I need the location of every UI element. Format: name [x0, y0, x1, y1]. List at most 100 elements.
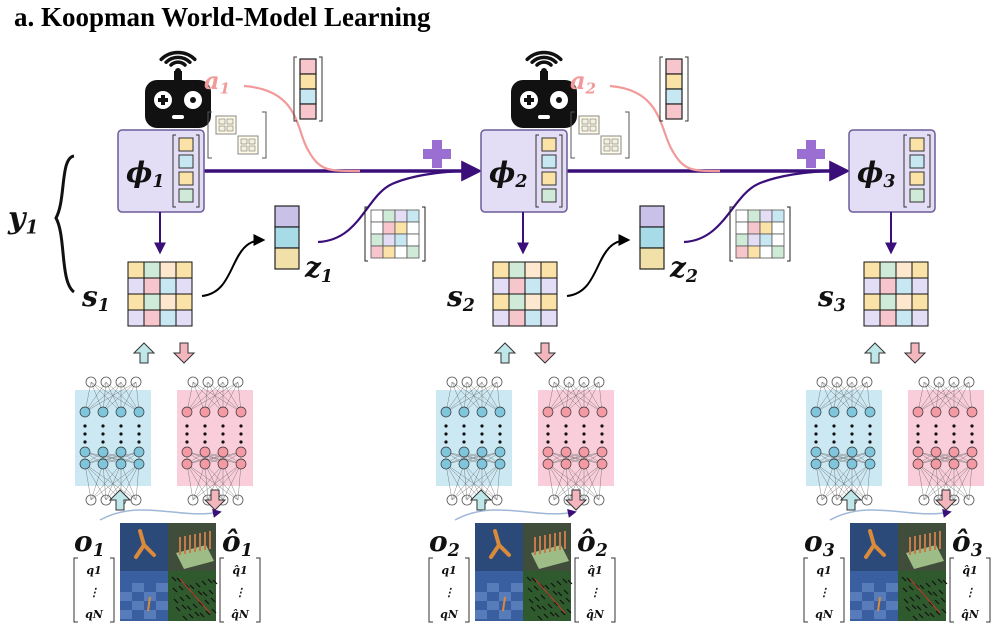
svg-text:ϕ3: ϕ3	[857, 156, 895, 192]
svg-text:ϕ2: ϕ2	[489, 156, 527, 192]
encoder-up-arrow	[863, 342, 887, 364]
latent-label: z2	[669, 251, 698, 287]
trajectory-curve	[454, 508, 577, 521]
svg-text:s2: s2	[446, 280, 475, 316]
svg-text:y1: y1	[7, 201, 38, 238]
state-label: s1	[81, 280, 110, 316]
figure-title: a. Koopman World-Model Learning	[14, 2, 431, 32]
svg-text:s1: s1	[81, 280, 110, 316]
action-curve-1	[243, 84, 361, 173]
q-entry: qN	[440, 608, 459, 621]
q-entry: q̂N	[961, 608, 980, 621]
q-entry: ⋮	[965, 586, 976, 599]
state-grid	[492, 261, 558, 327]
q-entry: qN	[815, 608, 834, 621]
observation-vector	[803, 557, 845, 623]
state-label: s2	[446, 280, 475, 316]
y-group-label: y1	[7, 201, 38, 238]
q-entry: q1	[441, 564, 456, 577]
robot-sim-image	[120, 523, 218, 621]
koopman-matrix	[729, 206, 791, 262]
phi-label: ϕ3	[857, 156, 895, 192]
svg-text:ϕ1: ϕ1	[126, 156, 164, 192]
decoder-down-arrow	[172, 342, 196, 364]
reconstruction-label: ô1	[222, 525, 253, 561]
latent-vector	[274, 205, 300, 270]
reconstruction-vector	[219, 557, 261, 623]
phi-label: ϕ2	[489, 156, 527, 192]
decoder-network-icon	[908, 376, 984, 506]
q-entry: ⋮	[590, 586, 601, 599]
reconstruction-vector	[949, 557, 991, 623]
operator-matrix	[207, 111, 267, 159]
q-entry: ⋮	[235, 586, 246, 599]
obs-up-arrow	[469, 489, 493, 511]
reconstruction-label: ô3	[952, 525, 983, 561]
observation-label: o2	[429, 525, 460, 561]
decoder-down-arrow	[533, 342, 557, 364]
observation-label: o3	[804, 525, 835, 561]
encoder-network-icon	[75, 376, 151, 506]
q-entry: ⋮	[819, 586, 830, 599]
y-group-brace	[54, 154, 76, 294]
observation-label: o1	[74, 525, 105, 561]
q-entry: qN	[85, 608, 104, 621]
latent-arrow	[201, 234, 266, 297]
action-vector	[665, 58, 683, 120]
gamepad-icon	[511, 50, 577, 128]
encoder-network-icon	[806, 376, 882, 506]
q-entry: q̂N	[586, 608, 605, 621]
svg-text:z2: z2	[669, 251, 698, 287]
recon-down-arrow	[934, 489, 958, 511]
svg-text:ô3: ô3	[952, 525, 983, 561]
q-entry: q̂1	[962, 564, 977, 577]
trajectory-curve	[99, 508, 222, 521]
q-entry: q̂N	[231, 608, 250, 621]
observation-vector	[428, 557, 470, 623]
state-label: s3	[817, 280, 846, 316]
svg-text:o1: o1	[74, 525, 105, 561]
observation-vector	[73, 557, 115, 623]
q-entry: q̂1	[587, 564, 602, 577]
decoder-network-icon	[538, 376, 614, 506]
action-label: a1	[204, 66, 230, 97]
recon-down-arrow	[564, 489, 588, 511]
reconstruction-label: ô2	[577, 525, 608, 561]
encoder-network-icon	[436, 376, 512, 506]
q-entry: ⋮	[89, 586, 100, 599]
q-entry: ⋮	[444, 586, 455, 599]
robot-sim-image	[475, 523, 573, 621]
phi-label: ϕ1	[126, 156, 164, 192]
encoder-up-arrow	[132, 342, 156, 364]
robot-sim-image	[850, 523, 948, 621]
trajectory-curve	[829, 508, 952, 521]
svg-text:z1: z1	[304, 251, 333, 287]
svg-text:o2: o2	[429, 525, 460, 561]
svg-text:o3: o3	[804, 525, 835, 561]
svg-text:ô2: ô2	[577, 525, 608, 561]
svg-text:a2: a2	[570, 66, 596, 97]
recon-down-arrow	[203, 489, 227, 511]
decoder-down-arrow	[903, 342, 927, 364]
latent-label: z1	[304, 251, 333, 287]
q-entry: q̂1	[232, 564, 247, 577]
operator-matrix	[570, 111, 630, 159]
encoder-up-arrow	[493, 342, 517, 364]
z-curve-2	[683, 169, 839, 244]
z-curve-1	[317, 169, 471, 244]
koopman-matrix	[364, 206, 426, 262]
gamepad-icon	[145, 50, 211, 128]
q-entry: q1	[816, 564, 831, 577]
state-grid	[127, 261, 193, 327]
svg-text:s3: s3	[817, 280, 846, 316]
plus-icon	[423, 140, 451, 168]
obs-up-arrow	[839, 489, 863, 511]
latent-arrow	[566, 234, 631, 297]
svg-text:ô1: ô1	[222, 525, 253, 561]
reconstruction-vector	[574, 557, 616, 623]
q-entry: q1	[86, 564, 101, 577]
latent-vector	[639, 205, 665, 270]
action-curve-2	[609, 84, 721, 173]
plus-icon	[797, 140, 825, 168]
